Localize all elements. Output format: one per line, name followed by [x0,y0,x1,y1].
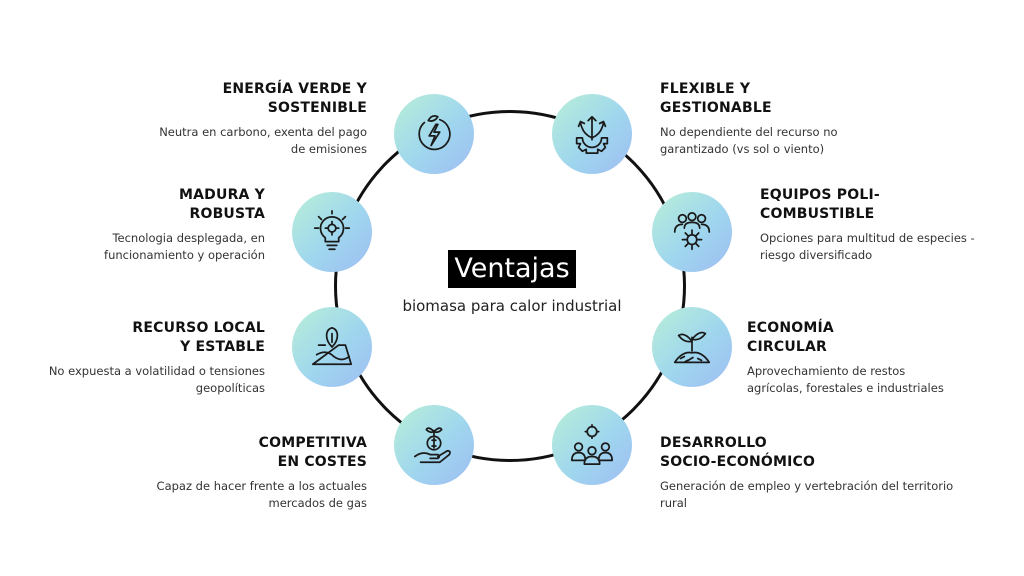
advantage-desarrollo: DESARROLLO SOCIO-ECONÓMICO Generación de … [660,434,980,512]
advantage-description: rural [660,496,687,510]
advantage-title: FLEXIBLE Y [660,81,751,97]
advantage-title: COMBUSTIBLE [760,206,875,222]
advantage-equipos: EQUIPOS POLI- COMBUSTIBLE Opciones para m… [760,186,1020,264]
advantage-title: GESTIONABLE [660,100,772,116]
advantage-description: Neutra en carbono, exenta del pago [159,125,367,139]
hand-coin-plant-icon [394,405,474,485]
advantage-description: Tecnologia desplegada, en [112,231,265,245]
advantage-title: ROBUSTA [189,206,265,222]
center-subtitle: biomasa para calor industrial [402,297,622,315]
advantage-description: riesgo diversificado [760,248,873,262]
advantage-competitiva: COMPETITIVA EN COSTES Capaz de hacer fren… [107,434,367,512]
advantage-title: EQUIPOS POLI- [760,187,880,203]
connector-ring [334,110,686,462]
advantage-title: ECONOMÍA [747,320,834,336]
team-gear-icon [552,405,632,485]
advantage-flexible: FLEXIBLE Y GESTIONABLE No dependiente del… [660,80,920,158]
advantage-title: COMPETITIVA [258,435,367,451]
advantage-title: ENERGÍA VERDE Y [222,81,367,97]
advantage-description: Aprovechamiento de restos [747,364,906,378]
advantage-description: agrícolas, forestales e industriales [747,381,944,395]
advantage-title: DESARROLLO [660,435,767,451]
gear-arrows-icon [552,94,632,174]
advantage-description: No dependiente del recurso no [660,125,838,139]
advantage-recurso-local: RECURSO LOCAL Y ESTABLE No expuesta a vol… [5,319,265,397]
map-pin-leaf-icon [292,307,372,387]
advantage-description: funcionamiento y operación [104,248,265,262]
advantage-title: SOCIO-ECONÓMICO [660,454,816,470]
advantage-title: Y ESTABLE [180,339,265,355]
advantage-title: SOSTENIBLE [267,100,367,116]
advantage-title: CIRCULAR [747,339,828,355]
center-title: Ventajas [448,250,576,288]
advantage-description: de emisiones [290,142,367,156]
advantage-description: No expuesta a volatilidad o tensiones [48,364,265,378]
advantage-title: EN COSTES [277,454,367,470]
advantage-description: mercados de gas [268,496,367,510]
lightbulb-gear-icon [292,192,372,272]
leaf-lightning-icon [394,94,474,174]
sprout-biomass-icon [652,307,732,387]
advantage-description: Capaz de hacer frente a los actuales [156,479,367,493]
advantage-madura: MADURA Y ROBUSTA Tecnologia desplegada, e… [5,186,265,264]
advantage-energia-verde: ENERGÍA VERDE Y SOSTENIBLE Neutra en carb… [107,80,367,158]
advantage-description: garantizado (vs sol o viento) [660,142,825,156]
advantage-title: MADURA Y [179,187,265,203]
advantage-description: Opciones para multitud de especies - [760,231,975,245]
people-gear-icon [652,192,732,272]
advantage-title: RECURSO LOCAL [132,320,265,336]
advantage-description: Generación de empleo y vertebración del … [660,479,954,493]
advantage-economia-circular: ECONOMÍA CIRCULAR Aprovechamiento de rest… [747,319,1007,397]
advantage-description: geopolíticas [195,381,265,395]
